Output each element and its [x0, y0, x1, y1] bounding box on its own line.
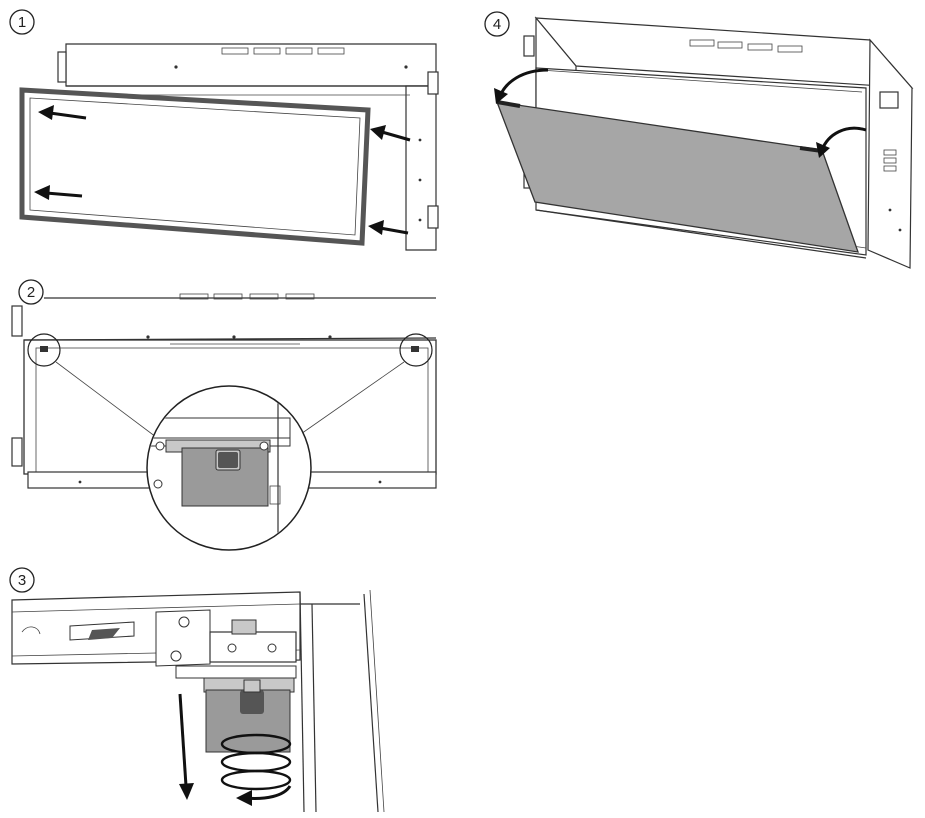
panel-removal-arrows — [494, 68, 867, 158]
callout-left — [27, 333, 61, 367]
removable-frame — [19, 87, 371, 246]
step-3-illustration: 3 — [9, 567, 385, 813]
step-2-badge — [18, 279, 44, 305]
step-4-badge — [484, 11, 510, 37]
step-4-illustration: 4 — [484, 11, 914, 269]
removal-arrows — [34, 105, 411, 235]
step-2-illustration: 2 — [11, 279, 437, 551]
glass-panel — [495, 101, 859, 253]
lower-arrow — [178, 693, 194, 800]
power-switch-box — [879, 91, 899, 109]
step-3-badge — [9, 567, 35, 593]
control-box — [427, 71, 439, 95]
rotate-arrow — [220, 733, 292, 806]
loosen-screw — [240, 690, 264, 714]
step-1-number: 1 — [18, 14, 26, 31]
corner-bracket — [209, 631, 297, 663]
unit4-side — [867, 38, 913, 269]
step-2-number: 2 — [27, 284, 35, 301]
unit-top — [65, 43, 437, 87]
step-1-illustration: 1 — [9, 9, 439, 251]
callout-right — [399, 333, 433, 367]
step-1-badge — [9, 9, 35, 35]
step-3-number: 3 — [18, 572, 26, 589]
step-4-number: 4 — [493, 16, 501, 33]
mount-tab-left — [57, 51, 67, 83]
